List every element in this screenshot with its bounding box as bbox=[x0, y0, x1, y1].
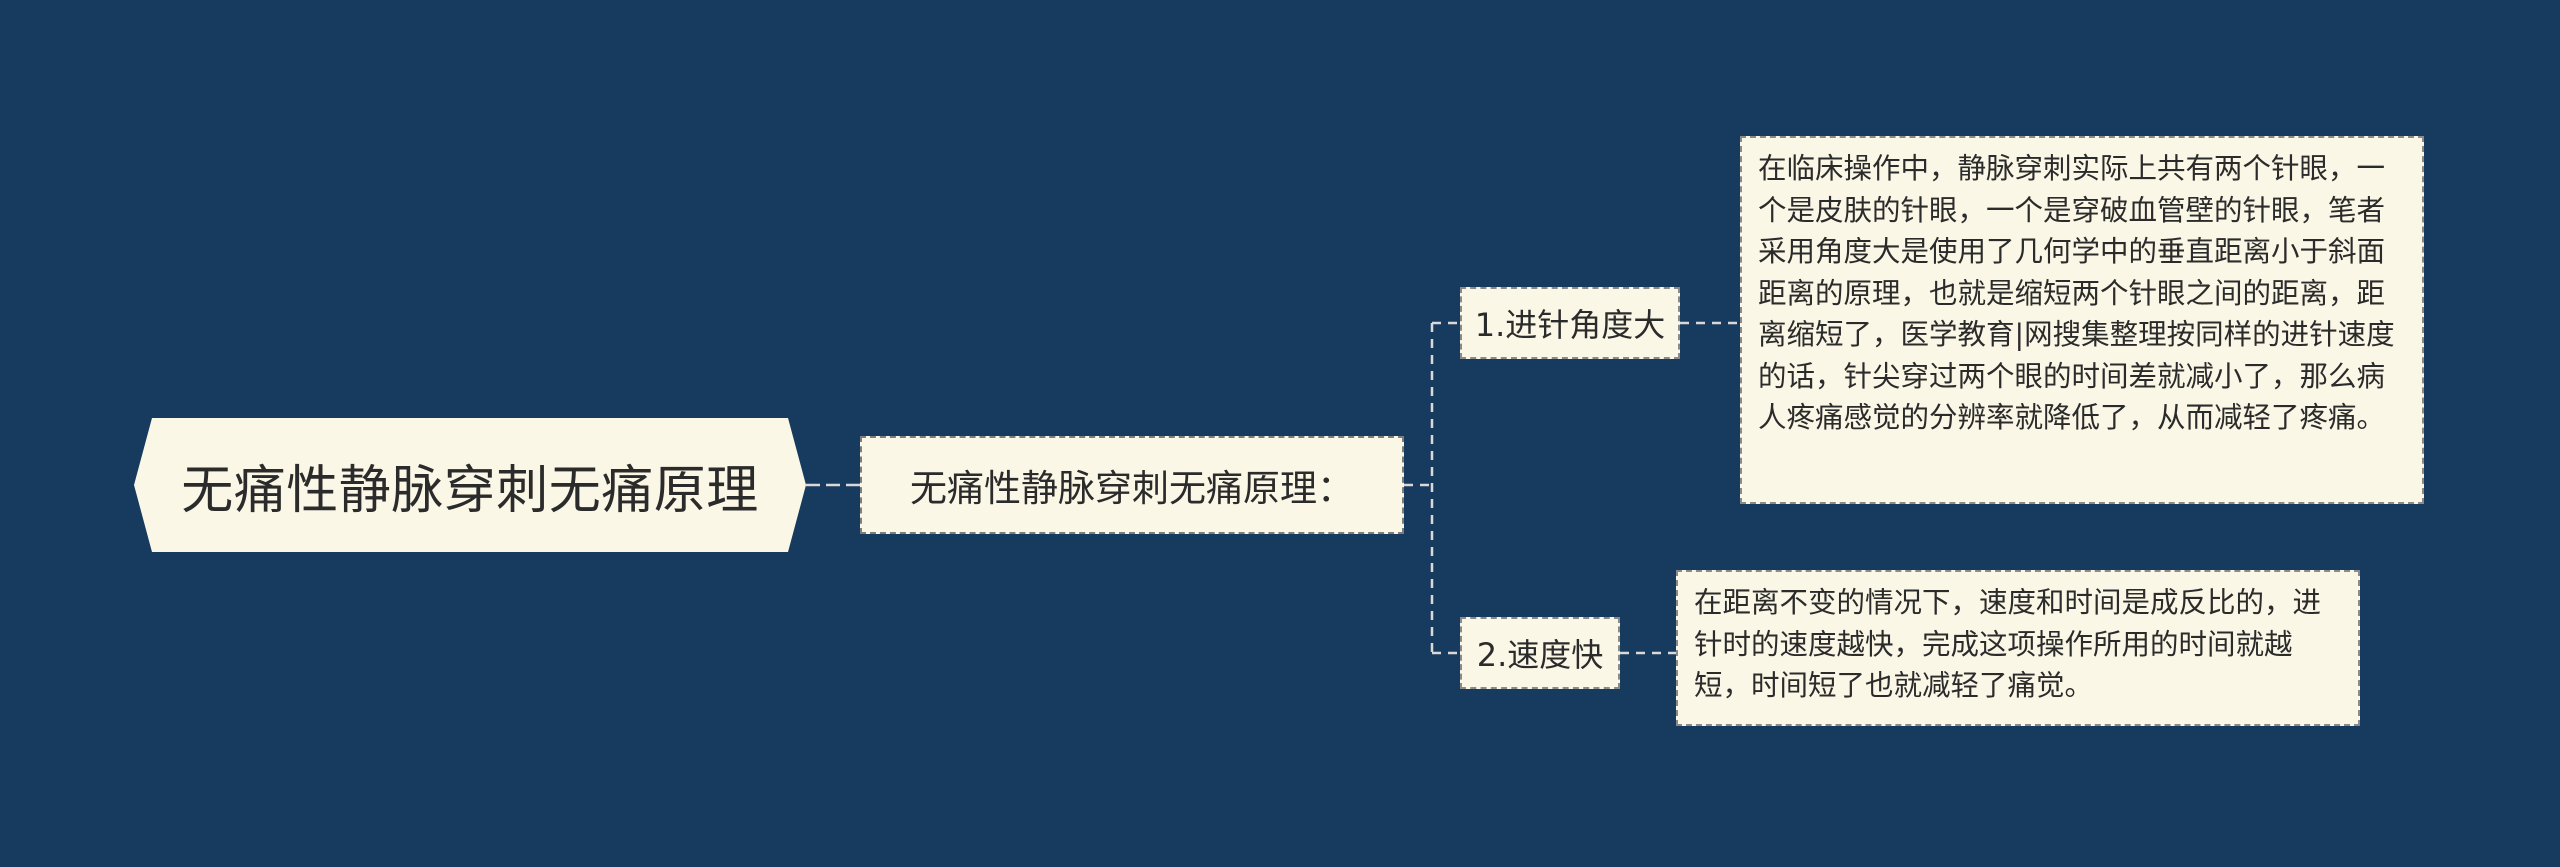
leaf-text: 在距离不变的情况下，速度和时间是成反比的，进针时的速度越快，完成这项操作所用的时… bbox=[1694, 586, 2322, 702]
subtopic-label: 无痛性静脉穿刺无痛原理： bbox=[910, 467, 1354, 510]
branch-label: 1.进针角度大 bbox=[1474, 306, 1666, 344]
root-title: 无痛性静脉穿刺无痛原理 bbox=[181, 460, 759, 521]
root-node[interactable]: 无痛性静脉穿刺无痛原理 bbox=[134, 418, 806, 552]
branch-label: 2.速度快 bbox=[1476, 636, 1604, 674]
leaf-node-angle-detail[interactable]: 在临床操作中，静脉穿刺实际上共有两个针眼，一个是皮肤的针眼，一个是穿破血管壁的针… bbox=[1740, 136, 2424, 504]
subtopic-node[interactable]: 无痛性静脉穿刺无痛原理： bbox=[860, 436, 1404, 534]
branch-node-angle[interactable]: 1.进针角度大 bbox=[1460, 287, 1680, 359]
branch-node-speed[interactable]: 2.速度快 bbox=[1460, 617, 1620, 689]
leaf-node-speed-detail[interactable]: 在距离不变的情况下，速度和时间是成反比的，进针时的速度越快，完成这项操作所用的时… bbox=[1676, 570, 2360, 726]
root-hexagon-shape bbox=[134, 418, 806, 552]
leaf-text: 在临床操作中，静脉穿刺实际上共有两个针眼，一个是皮肤的针眼，一个是穿破血管壁的针… bbox=[1758, 152, 2395, 434]
subtopic-to-branches-connector bbox=[1404, 321, 1460, 655]
